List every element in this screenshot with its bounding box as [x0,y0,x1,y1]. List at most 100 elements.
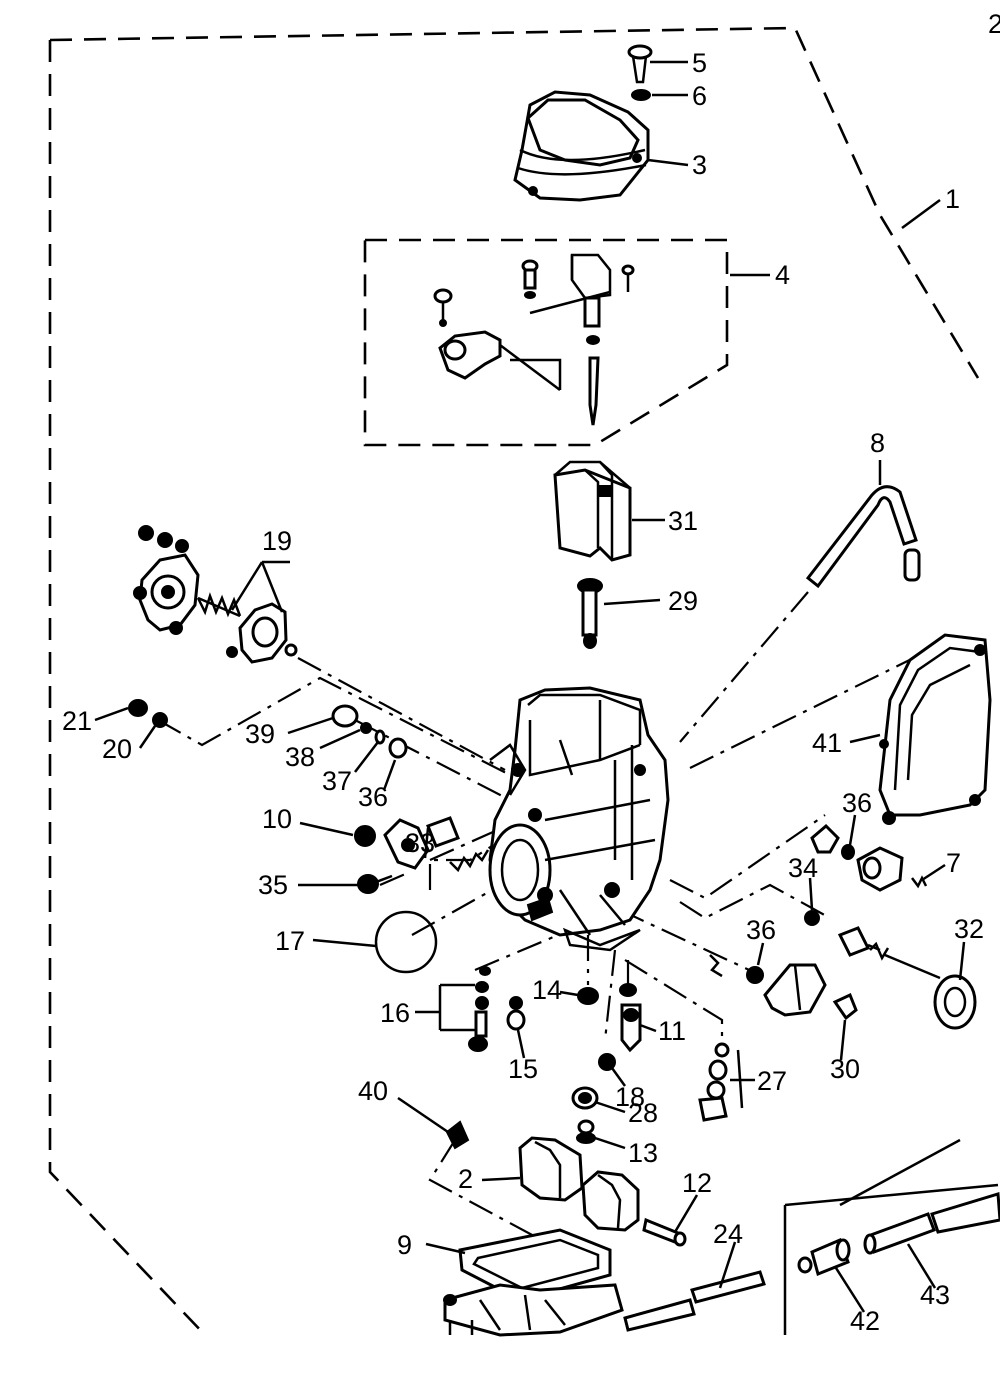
vent-tube [805,485,921,589]
spring [196,592,242,618]
callout-42: 42 [850,1306,880,1336]
callout-7: 7 [946,848,961,878]
jet-needle-set [433,253,635,426]
axis-line-11 [603,949,630,1041]
jet-14 [577,987,599,1005]
callout-37: 37 [322,766,352,796]
plug-10 [354,825,376,847]
o-ring-17 [374,910,438,974]
callout-24: 24 [713,1219,743,1249]
callout-17: 17 [275,926,305,956]
callout-41: 41 [812,728,842,758]
callout-32: 32 [954,914,984,944]
axis-line-35 [379,870,411,887]
carburetor-body [488,686,670,952]
callout-16: 16 [380,998,410,1028]
axis-line-19 [297,657,506,771]
washer-20 [152,712,168,728]
callout-36-lower: 36 [746,915,776,945]
callout-21: 21 [62,706,92,736]
axis-line-8 [679,591,809,743]
cover-washer [631,89,651,101]
seal-39 [331,704,359,728]
callout-2: 2 [458,1164,473,1194]
float-bowl [443,1283,624,1337]
callout-39: 39 [245,719,275,749]
axis-line-32 [619,909,761,976]
o-ring-37 [374,729,386,745]
corner-mark: 2 [988,9,1000,39]
axis-line-36 [669,814,826,900]
pilot-screw-set [438,966,491,1052]
jet-36-upper [810,823,855,860]
callout-8: 8 [870,428,885,458]
axis-line-16 [474,928,571,972]
callout-36-right: 36 [842,788,872,818]
axis-line-40 [428,1139,561,1251]
callout-12: 12 [682,1168,712,1198]
callout-1: 1 [945,184,960,214]
axis-line-34 [679,883,831,920]
callout-29: 29 [668,586,698,616]
callout-43: 43 [920,1280,950,1310]
throttle-shaft [837,926,977,1030]
callout-9: 9 [397,1230,412,1260]
callout-20: 20 [102,734,132,764]
jet-18 [598,1053,616,1071]
callout-35: 35 [258,870,288,900]
piston [226,602,298,664]
callout-33: 33 [405,828,435,858]
callout-28: 28 [628,1098,658,1128]
axis-line-39 [354,719,511,801]
jet-15 [506,996,526,1031]
callout-31: 31 [668,506,698,536]
spring-7 [911,875,928,889]
callout-11: 11 [658,1016,686,1046]
plunger-holder [856,846,904,892]
throttle-slide [553,460,632,562]
callout-40: 40 [358,1076,388,1106]
lower-right-leader [839,1138,961,1207]
side-cover [878,633,992,825]
o-ring-34 [804,910,820,926]
assembly-boundary [48,26,980,1336]
bracket-10 [383,818,430,870]
washer-38 [360,722,372,734]
top-cover [513,90,650,202]
needle-subassembly-box [363,238,729,447]
jet-36-lower [709,954,764,984]
callout-19: 19 [262,526,292,556]
axis-line-20 [157,676,511,776]
float-bowl-gasket [458,1228,612,1302]
callout-15: 15 [508,1054,538,1084]
callout-labels: 2 5 6 3 1 4 8 31 19 29 21 20 39 38 37 36… [62,9,1000,1336]
callout-36-left: 36 [358,782,388,812]
diaphragm-cover [133,525,200,635]
cable-holder [763,963,858,1021]
valve-27 [698,1042,744,1122]
washer-28 [571,1086,599,1110]
callout-34: 34 [788,853,818,883]
needle-jet-11 [619,983,642,1053]
callout-4: 4 [775,260,790,290]
callout-6: 6 [692,81,707,111]
callout-38: 38 [285,742,315,772]
callout-10: 10 [262,804,292,834]
callout-13: 13 [628,1138,658,1168]
callout-30: 30 [830,1054,860,1084]
plug-40 [445,1120,470,1150]
joint-42 [797,1237,851,1277]
nut-21 [128,699,148,717]
float [518,1136,640,1232]
callout-5: 5 [692,48,707,78]
cover-screw [627,44,653,84]
pipe-24 [623,1270,766,1332]
pipe-43 [863,1192,1000,1255]
callout-leaders [94,60,966,1313]
screw-33 [426,816,490,873]
callout-27: 27 [757,1066,787,1096]
jet-13 [576,1119,596,1144]
callout-18: 18 [615,1082,645,1112]
